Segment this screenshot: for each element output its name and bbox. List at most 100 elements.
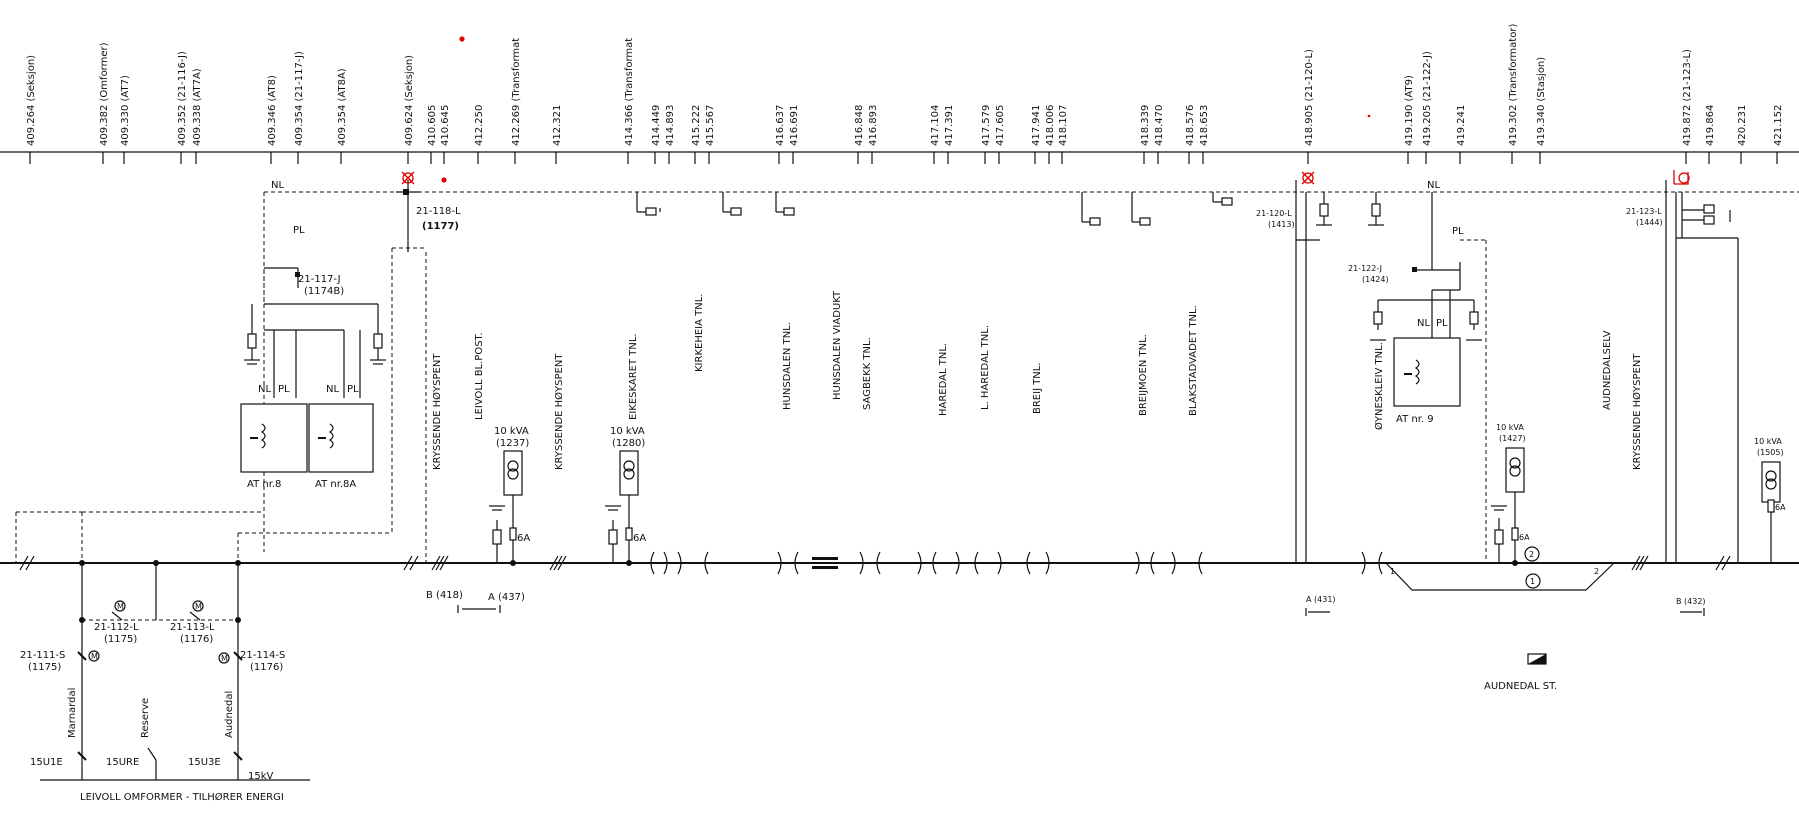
svg-text:NL: NL: [1427, 180, 1440, 191]
km-mark: 409.346 (AT8): [267, 75, 278, 146]
svg-text:(1237): (1237): [496, 438, 529, 449]
place-label: HUNSDALEN VIADUKT: [832, 290, 843, 400]
place-label: KRYSSENDE HØYSPENT: [1631, 353, 1643, 470]
km-mark: 414.366 (Transformat: [624, 38, 635, 146]
km-mark: 412.269 (Transformat: [511, 38, 522, 146]
svg-text:21-117-J: 21-117-J: [298, 274, 341, 285]
km-mark: 412.250: [474, 105, 485, 146]
svg-text:10 kVA: 10 kVA: [610, 426, 645, 437]
track-section-symbol: [1680, 608, 1705, 616]
km-mark: 419.241: [1456, 105, 1467, 146]
km-marks: 409.264 (Seksjon) 409.382 (Omformer) 409.3…: [26, 24, 1784, 164]
nl-label: NL: [271, 180, 284, 191]
km-mark: 409.352 (21-116-J): [177, 51, 188, 146]
pl-catenary-line: [237, 247, 426, 563]
km-mark: 416.691: [789, 105, 800, 146]
svg-text:NL: NL: [326, 384, 339, 395]
svg-text:10 kVA: 10 kVA: [494, 426, 529, 437]
place-label: KRYSSENDE HØYSPENT: [553, 353, 565, 470]
km-mark: 415.222: [691, 105, 702, 146]
svg-text:AT nr.8A: AT nr.8A: [315, 479, 356, 490]
place-label: BREIJ TNL.: [1032, 362, 1043, 414]
km-mark: 418.339: [1140, 105, 1151, 146]
svg-text:(1175): (1175): [28, 662, 61, 673]
place-label: L. HAREDAL TNL.: [980, 325, 991, 410]
km-mark: 415.567: [705, 105, 716, 146]
annotation-dot: [1367, 114, 1371, 118]
feeder-label-audnedal: Audnedal: [224, 691, 235, 738]
svg-text:21-123-L: 21-123-L: [1626, 207, 1662, 216]
svg-text:PL: PL: [1452, 226, 1464, 237]
place-label: KRYSSENDE HØYSPENT: [431, 353, 443, 470]
km-mark: 418.107: [1058, 105, 1069, 146]
km-mark: 409.382 (Omformer): [99, 42, 110, 146]
svg-text:21-112-L: 21-112-L: [94, 622, 139, 633]
svg-text:NL: NL: [1417, 318, 1430, 329]
svg-text:(1280): (1280): [612, 438, 645, 449]
km-mark: 419.340 (Stasjon): [1536, 57, 1547, 146]
svg-text:15URE: 15URE: [106, 757, 139, 768]
svg-text:10 kVA: 10 kVA: [1496, 423, 1524, 432]
svg-text:PL: PL: [347, 384, 359, 395]
svg-text:6A: 6A: [1519, 533, 1530, 542]
place-label: LEIVOLL BL.POST.: [474, 332, 485, 420]
svg-text:(1444): (1444): [1636, 218, 1663, 227]
place-label: ØYNESKLEIV TNL.: [1373, 342, 1385, 430]
track-section-symbol: [1305, 608, 1330, 616]
svg-text:(1176): (1176): [250, 662, 283, 673]
svg-text:(1427): (1427): [1499, 434, 1526, 443]
nl-catenary-line: [15, 191, 1799, 563]
track-breaks: [19, 555, 1731, 571]
svg-text:2: 2: [1529, 550, 1534, 559]
switch-21-123-l: 21-123-L (1444): [1626, 170, 1739, 563]
km-mark: 418.905 (21-120-L): [1304, 49, 1315, 146]
track-label-b432: B (432): [1676, 597, 1706, 606]
place-labels: KRYSSENDE HØYSPENT LEIVOLL BL.POST. KRYSSE…: [431, 290, 1643, 470]
svg-text:15U1E: 15U1E: [30, 757, 63, 768]
km-mark: 419.872 (21-123-L): [1682, 49, 1693, 146]
svg-text:AUDNEDAL ST.: AUDNEDAL ST.: [1484, 681, 1557, 692]
svg-text:21-113-L: 21-113-L: [170, 622, 215, 633]
place-label: SAGBEKK TNL.: [862, 337, 873, 410]
svg-text:M: M: [91, 652, 98, 661]
svg-text:15kV: 15kV: [248, 771, 274, 782]
svg-text:(1424): (1424): [1362, 275, 1389, 284]
km-mark: 417.391: [944, 105, 955, 146]
km-mark: 419.302 (Transformator): [1508, 24, 1519, 146]
transformer-1505: 10 kVA (1505) 6A: [1754, 437, 1786, 563]
km-mark: 418.576: [1185, 105, 1196, 146]
km-mark: 417.941: [1031, 105, 1042, 146]
annotation-dot: [441, 177, 447, 183]
svg-text:6A: 6A: [1775, 503, 1786, 512]
svg-text:1: 1: [1530, 577, 1535, 586]
km-mark: 412.321: [552, 105, 563, 146]
transformer-1237: 10 kVA (1237) 6A: [489, 426, 530, 566]
place-label: EIKESKARET TNL.: [628, 333, 639, 420]
km-mark: 409.264 (Seksjon): [26, 55, 37, 146]
km-mark: 414.893: [665, 105, 676, 146]
km-mark: 421.152: [1773, 105, 1784, 146]
svg-text:PL: PL: [1436, 318, 1448, 329]
nl-taps: [636, 192, 1233, 226]
svg-text:M: M: [221, 654, 228, 663]
svg-text:1: 1: [1390, 567, 1395, 576]
km-mark: 419.205 (21-122-J): [1422, 51, 1433, 146]
km-mark: 419.864: [1705, 105, 1716, 146]
svg-text:21-114-S: 21-114-S: [240, 650, 285, 661]
svg-text:PL: PL: [278, 384, 290, 395]
svg-text:21-118-L: 21-118-L: [416, 206, 461, 217]
track-label-a431: A (431): [1306, 595, 1336, 604]
track-label-b418: B (418): [426, 590, 463, 601]
km-mark: 409.624 (Seksjon): [404, 55, 415, 146]
autotransformer-at8a: NL PL AT nr.8A: [308, 384, 374, 490]
svg-text:21-111-S: 21-111-S: [20, 650, 65, 661]
km-mark: 414.449: [651, 105, 662, 146]
feeder-section: M M 21-112-L (1175) 21-113-L (1176) M M …: [20, 560, 310, 803]
km-mark: 418.470: [1154, 105, 1165, 146]
km-mark: 416.848: [854, 105, 865, 146]
feeder-label-marnardal: Marnardal: [67, 688, 78, 738]
km-mark: 416.637: [775, 105, 786, 146]
svg-text:(1175): (1175): [104, 634, 137, 645]
pl-label: PL: [293, 225, 305, 236]
switch-21-120-l: 21-120-L (1413): [1256, 171, 1332, 563]
